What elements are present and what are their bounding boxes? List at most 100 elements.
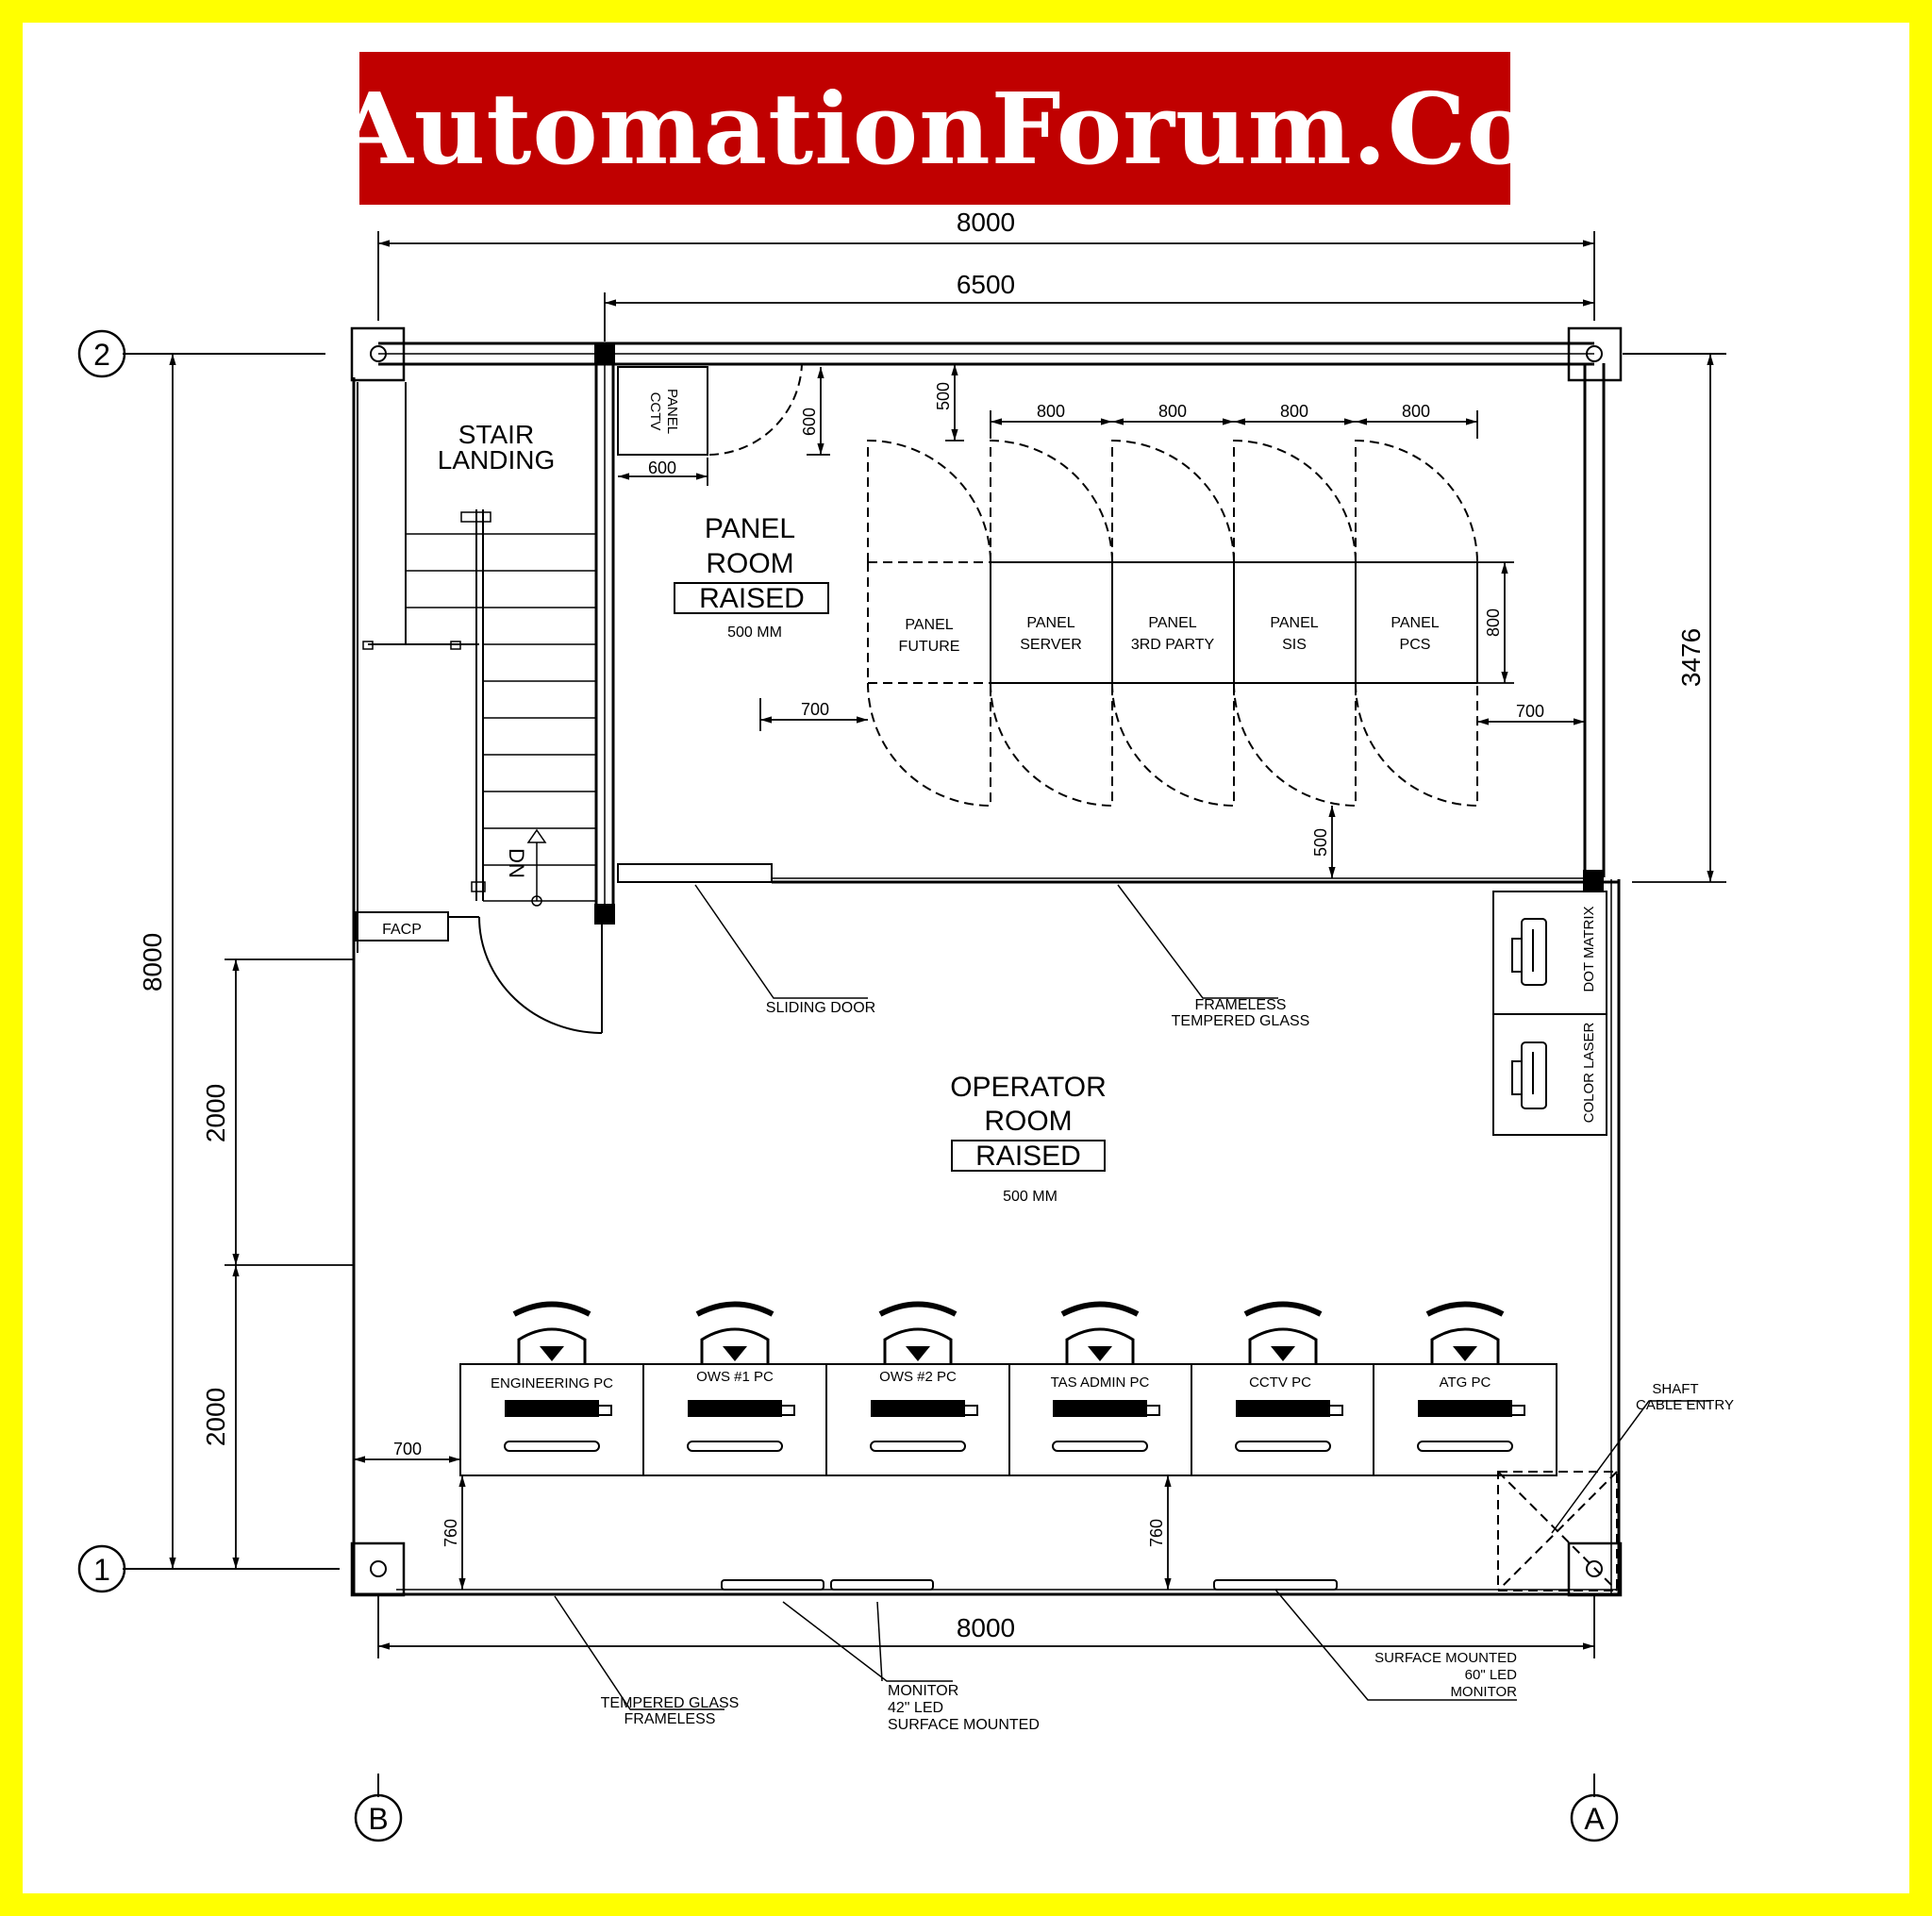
cctv-panel-label-2: PANEL (664, 389, 680, 434)
workstation-engineering: ENGINEERING PC (491, 1301, 613, 1452)
dim-left-lower: 2000 (201, 1388, 230, 1446)
color-laser-label: COLOR LASER (1581, 1022, 1597, 1123)
panel-door-swings (867, 439, 1478, 808)
panel-room-label-2: ROOM (706, 548, 793, 579)
dim-panel-clear-top: 500 (934, 382, 953, 410)
callout-shaft-1: SHAFT (1652, 1381, 1698, 1397)
svg-text:PANEL: PANEL (1391, 615, 1439, 631)
svg-text:CCTV PC: CCTV PC (1249, 1375, 1311, 1391)
svg-text:OWS #1 PC: OWS #1 PC (696, 1369, 774, 1385)
svg-text:PANEL: PANEL (905, 617, 953, 633)
svg-text:TAS ADMIN PC: TAS ADMIN PC (1051, 1375, 1150, 1391)
callout-tempered-2: FRAMELESS (625, 1711, 716, 1727)
wall-monitors (721, 1579, 1338, 1591)
dim-left-overall: 8000 (138, 933, 167, 991)
svg-text:ATG PC: ATG PC (1440, 1375, 1491, 1391)
structural-columns (350, 326, 1623, 1597)
panel-3rd-party: PANEL 3RD PARTY (1131, 615, 1215, 653)
dim-panel-depth: 800 (1484, 608, 1503, 637)
callout-leaders (554, 884, 1709, 1710)
dim-left-upper: 2000 (201, 1084, 230, 1142)
cctv-door-swing (708, 363, 803, 456)
svg-text:B: B (368, 1802, 388, 1836)
dim-cctv-depth: 600 (800, 408, 819, 436)
callout-frameless-2: TEMPERED GLASS (1172, 1013, 1310, 1029)
workstation-ows2: OWS #2 PC (870, 1301, 978, 1452)
grid-lines (123, 353, 1726, 1797)
logo-text: AutomationForum.Co (337, 70, 1533, 187)
building-walls (352, 342, 1621, 1596)
dim-bottom-clear: 500 (1311, 828, 1330, 857)
shaft-cable-entry (1497, 1471, 1618, 1591)
dim-desk-depth-right: 760 (1147, 1519, 1166, 1547)
dim-bottom-overall: 8000 (957, 1613, 1015, 1642)
callout-tempered-1: TEMPERED GLASS (601, 1695, 740, 1711)
dim-cctv-width: 600 (648, 458, 676, 477)
operator-room-height: 500 MM (1003, 1189, 1058, 1205)
callout-monitor60-2: 60" LED (1465, 1667, 1518, 1683)
dim-left-clear: 700 (801, 700, 829, 719)
dim-panel-w1: 800 (1037, 402, 1065, 421)
facp-label: FACP (382, 922, 422, 938)
callout-monitor42-1: MONITOR (888, 1683, 958, 1699)
panel-room-raised-box (674, 582, 829, 614)
callout-monitor60-1: SURFACE MOUNTED (1374, 1650, 1517, 1666)
grid-bubble-1: 1 (77, 1544, 126, 1593)
dim-panel-w4: 800 (1402, 402, 1430, 421)
operator-room-label-1: OPERATOR (950, 1072, 1107, 1103)
svg-text:3RD PARTY: 3RD PARTY (1131, 637, 1215, 653)
console-desk (459, 1363, 1557, 1476)
dn-label: DN (505, 848, 528, 878)
cctv-panel-label-1: CCTV (647, 392, 663, 431)
grid-bubble-a: A (1570, 1793, 1619, 1842)
dim-desk-left: 700 (393, 1440, 422, 1458)
stair-label-1: STAIR (458, 420, 534, 449)
grid-bubble-2: 2 (77, 329, 126, 378)
dot-matrix-printer-icon (1511, 918, 1547, 986)
svg-text:2: 2 (93, 338, 110, 372)
dim-panel-w3: 800 (1280, 402, 1308, 421)
svg-text:SERVER: SERVER (1020, 637, 1082, 653)
facp-panel (355, 911, 449, 941)
operator-room-label-2: ROOM (984, 1106, 1072, 1137)
svg-text:ENGINEERING PC: ENGINEERING PC (491, 1375, 613, 1391)
dim-right-clear: 700 (1516, 702, 1544, 721)
callout-monitor60-3: MONITOR (1450, 1684, 1517, 1700)
svg-text:PANEL: PANEL (1270, 615, 1318, 631)
operator-room-raised-box (951, 1140, 1106, 1172)
svg-text:FUTURE: FUTURE (899, 639, 960, 655)
grid-bubble-b: B (354, 1793, 403, 1842)
panel-pcs: PANEL PCS (1391, 615, 1439, 653)
workstation-cctv: CCTV PC (1235, 1301, 1343, 1452)
dimension-lines (169, 231, 1726, 1658)
svg-text:OWS #2 PC: OWS #2 PC (879, 1369, 957, 1385)
svg-text:SIS: SIS (1282, 637, 1307, 653)
operator-room-raised-label: RAISED (975, 1141, 1081, 1172)
workstation-atg: ATG PC (1417, 1301, 1525, 1452)
workstation-ows1: OWS #1 PC (687, 1301, 795, 1452)
stair (362, 382, 596, 907)
printer-table (1492, 891, 1607, 1136)
panel-server: PANEL SERVER (1020, 615, 1082, 653)
callout-sliding-door: SLIDING DOOR (766, 1000, 875, 1016)
callout-monitor42-3: SURFACE MOUNTED (888, 1717, 1040, 1733)
panel-sis: PANEL SIS (1270, 615, 1318, 653)
dot-matrix-label: DOT MATRIX (1581, 906, 1597, 991)
color-laser-printer-icon (1511, 1041, 1547, 1109)
dim-panel-w2: 800 (1158, 402, 1187, 421)
dim-top-overall: 8000 (957, 208, 1015, 237)
workstation-tas-admin: TAS ADMIN PC (1051, 1301, 1160, 1452)
cctv-panel (617, 366, 708, 456)
callout-monitor42-2: 42" LED (888, 1700, 943, 1716)
svg-text:PANEL: PANEL (1026, 615, 1074, 631)
dim-right-panel-room: 3476 (1676, 628, 1706, 687)
panel-future: PANEL FUTURE (899, 617, 960, 655)
panel-room-height: 500 MM (727, 625, 782, 641)
svg-text:PCS: PCS (1400, 637, 1431, 653)
panel-room-raised-label: RAISED (699, 583, 805, 614)
dim-top-panel: 6500 (957, 270, 1015, 299)
entrance-door (448, 916, 603, 1034)
svg-text:PANEL: PANEL (1148, 615, 1196, 631)
panel-room-label-1: PANEL (705, 513, 795, 544)
